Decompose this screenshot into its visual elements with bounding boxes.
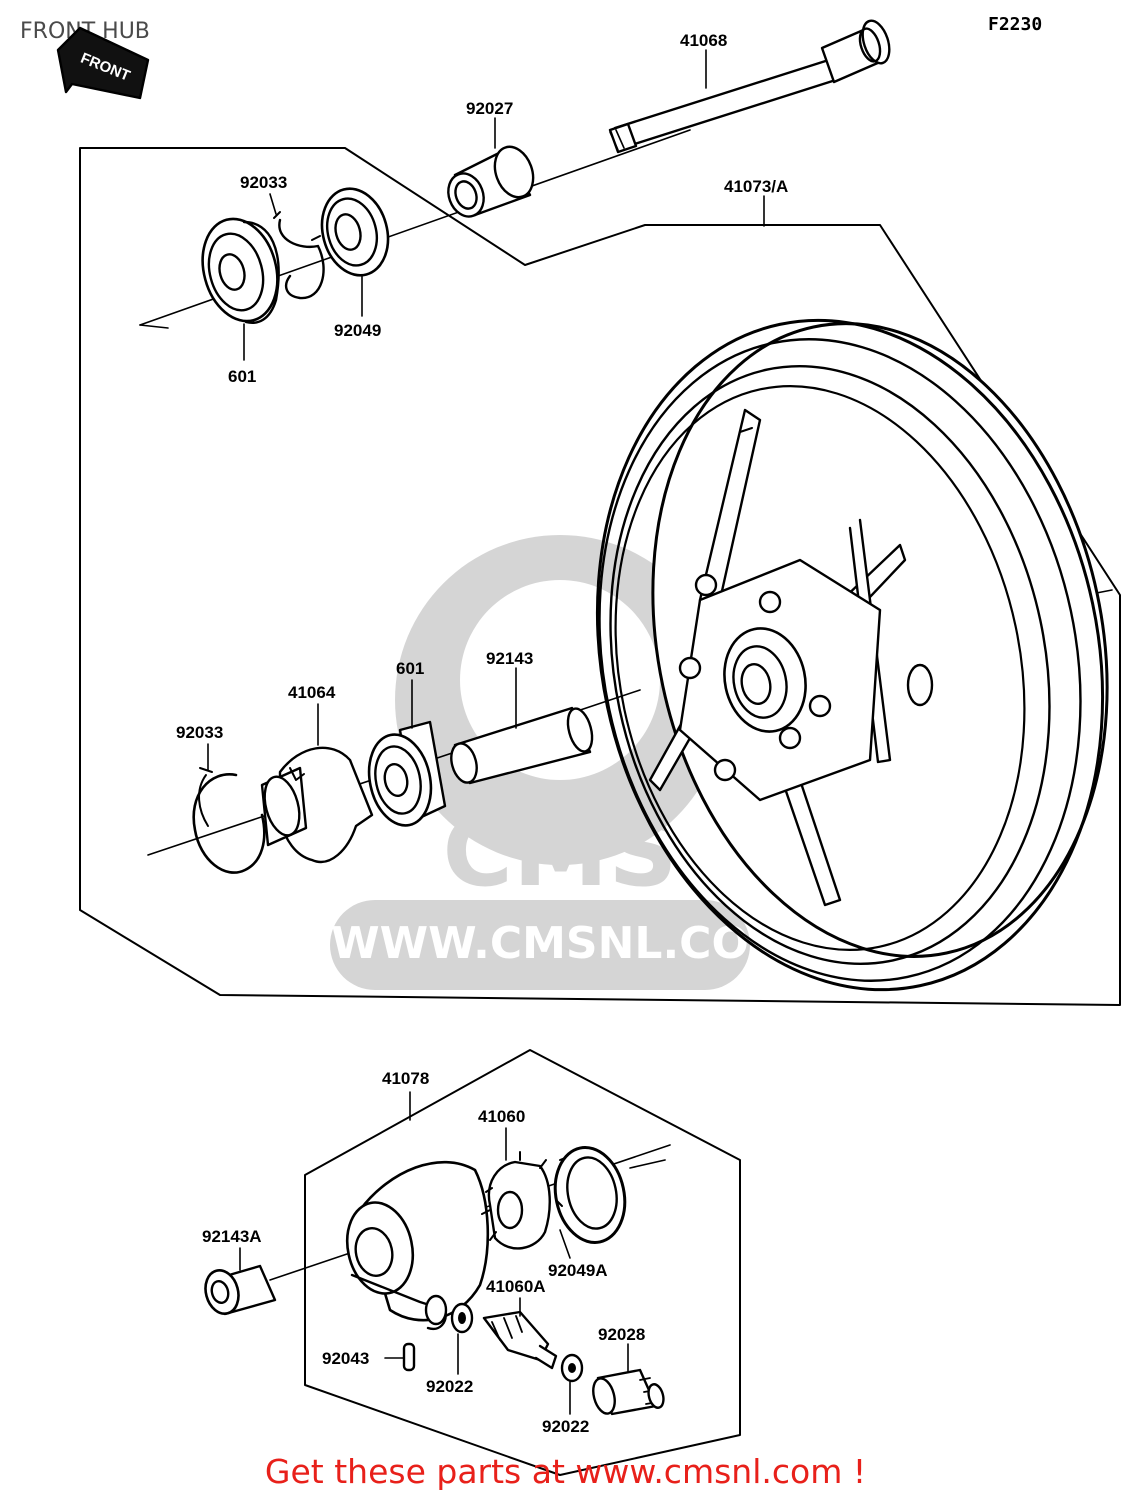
label-washer-92022-a: 92022 <box>426 1377 473 1396</box>
label-collar-92027: 92027 <box>466 99 513 118</box>
collar-92027 <box>447 145 535 218</box>
leader-circlip-top <box>269 193 277 215</box>
get-parts-link[interactable]: Get these parts at www.cmsnl.com ! <box>264 1452 867 1491</box>
watermark: CMS WWW.CMSNL.CO <box>330 535 750 990</box>
bushing-92028 <box>592 1368 665 1416</box>
gear-axis-dash <box>629 1159 666 1169</box>
front-direction-arrow: FRONT <box>56 26 150 100</box>
label-axle-41068: 41068 <box>680 31 727 50</box>
circlip-92033-mid <box>192 767 266 874</box>
label-pin-92043: 92043 <box>322 1349 369 1368</box>
spacer-92143a <box>204 1264 277 1316</box>
label-circlip-92033-mid: 92033 <box>176 723 223 742</box>
washer-92022-a <box>450 1302 474 1334</box>
label-bushing-92028: 92028 <box>598 1325 645 1344</box>
label-spacer-92143a: 92143A <box>202 1227 262 1246</box>
upper-dash-left <box>139 324 169 329</box>
label-oil-seal-92049a: 92049A <box>548 1261 608 1280</box>
wheel-rim-41073a <box>595 318 1109 992</box>
circlip-92033-top <box>273 211 325 300</box>
assembly-frame-lower <box>304 1049 741 1476</box>
label-pinion-41060a: 41060A <box>486 1277 546 1296</box>
coupling-41064 <box>260 746 374 863</box>
diagram-code: F2230 <box>988 14 1042 35</box>
label-gear-41060: 41060 <box>478 1107 525 1126</box>
label-oil-seal-92049: 92049 <box>334 321 381 340</box>
label-bearing-601-mid: 601 <box>396 659 424 678</box>
label-gear-housing-41078: 41078 <box>382 1069 429 1088</box>
washer-92022-b <box>560 1353 584 1383</box>
label-bearing-601-top: 601 <box>228 367 256 386</box>
leader-seal-bottom <box>559 1229 571 1259</box>
watermark-url: WWW.CMSNL.CO <box>331 918 749 969</box>
spacer-92143 <box>450 706 594 785</box>
label-circlip-92033-top: 92033 <box>240 173 287 192</box>
label-wheel-41073a: 41073/A <box>724 177 788 196</box>
bearing-601-top <box>201 217 280 324</box>
gear-41060 <box>481 1151 551 1250</box>
pin-92043 <box>402 1342 416 1372</box>
pinion-41060a <box>482 1310 558 1370</box>
label-spacer-92143: 92143 <box>486 649 533 668</box>
label-washer-92022-b: 92022 <box>542 1417 589 1436</box>
watermark-brand: CMS <box>442 796 677 908</box>
oil-seal-92049a <box>553 1146 627 1244</box>
gear-housing-41078 <box>345 1160 490 1331</box>
label-coupling-41064: 41064 <box>288 683 336 702</box>
oil-seal-92049 <box>320 187 390 277</box>
axle-41068 <box>608 19 891 154</box>
bearing-601-mid <box>367 720 447 827</box>
